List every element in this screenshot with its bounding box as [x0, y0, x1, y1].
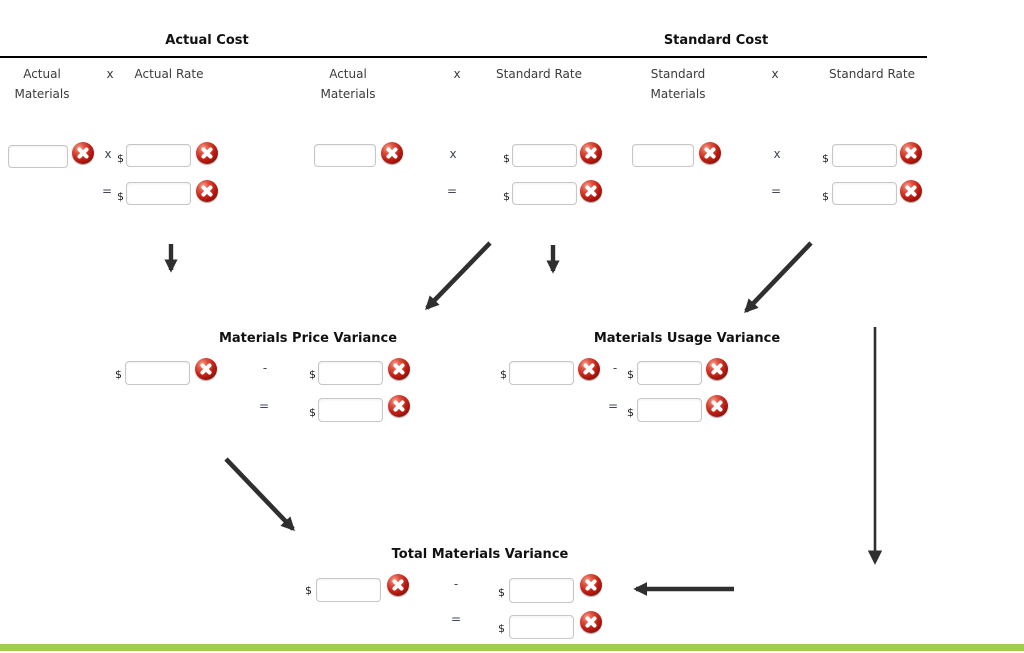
- dollar-label: $: [117, 152, 124, 165]
- actual-qty-standard-rate-total-input[interactable]: [512, 182, 577, 205]
- dollar-label: $: [822, 190, 829, 203]
- usage-variance-title: Materials Usage Variance: [593, 331, 781, 346]
- arrow-down-to-usage-variance: [546, 245, 560, 274]
- total-variance-result-input[interactable]: [509, 615, 574, 639]
- multiply-label: x: [773, 147, 781, 161]
- equals-label: =: [258, 399, 270, 413]
- standard-cost-total-input[interactable]: [832, 182, 897, 205]
- arrow-down-actual-cost: [164, 244, 178, 273]
- arrow-diagonal-to-price-variance: [425, 241, 492, 310]
- total-variance-title: Total Materials Variance: [391, 547, 569, 562]
- equals-label: =: [607, 399, 619, 413]
- clear-icon[interactable]: [195, 358, 217, 380]
- minus-label: -: [262, 361, 268, 375]
- clear-icon[interactable]: [580, 142, 602, 164]
- dollar-label: $: [117, 190, 124, 203]
- dollar-label: $: [309, 406, 316, 419]
- clear-icon[interactable]: [578, 358, 600, 380]
- clear-icon[interactable]: [388, 358, 410, 380]
- minus-label: -: [612, 361, 618, 375]
- actual-cost-total-input[interactable]: [126, 182, 191, 205]
- usage-variance-left-input[interactable]: [509, 361, 574, 385]
- standard-materials-qty-input[interactable]: [632, 144, 694, 167]
- dollar-label: $: [498, 622, 505, 635]
- price-variance-right-input[interactable]: [318, 361, 383, 385]
- actual-cost-header: Actual Cost: [165, 33, 249, 48]
- col-op-2: x: [453, 67, 461, 81]
- total-variance-left-input[interactable]: [316, 578, 381, 602]
- clear-icon[interactable]: [580, 574, 602, 596]
- usage-variance-right-input[interactable]: [637, 361, 702, 385]
- col-standard-rate-1: Standard Rate: [496, 67, 582, 81]
- col-standard-rate-2: Standard Rate: [829, 67, 915, 81]
- arrow-left-to-total-variance: [633, 582, 734, 596]
- dollar-label: $: [309, 368, 316, 381]
- dollar-label: $: [305, 584, 312, 597]
- dollar-label: $: [503, 190, 510, 203]
- header-divider: [0, 56, 927, 58]
- clear-icon[interactable]: [706, 358, 728, 380]
- dollar-label: $: [498, 586, 505, 599]
- total-variance-right-input[interactable]: [509, 578, 574, 603]
- col-actual-materials-1: Actual Materials: [14, 67, 70, 101]
- multiply-label: x: [449, 147, 457, 161]
- arrow-diagonal-to-total-variance: [224, 457, 295, 531]
- clear-icon[interactable]: [580, 611, 602, 633]
- standard-rate-input[interactable]: [512, 144, 577, 167]
- dollar-label: $: [115, 368, 122, 381]
- actual-materials-qty-2-input[interactable]: [314, 144, 376, 167]
- clear-icon[interactable]: [706, 395, 728, 417]
- dollar-label: $: [500, 368, 507, 381]
- standard-rate-2-input[interactable]: [832, 144, 897, 167]
- usage-variance-result-input[interactable]: [637, 398, 702, 422]
- clear-icon[interactable]: [196, 142, 218, 164]
- clear-icon[interactable]: [580, 180, 602, 202]
- standard-cost-header: Standard Cost: [663, 33, 769, 48]
- minus-label: -: [453, 577, 459, 591]
- price-variance-result-input[interactable]: [318, 398, 383, 422]
- price-variance-left-input[interactable]: [125, 361, 190, 385]
- dollar-label: $: [822, 152, 829, 165]
- col-op-1: x: [106, 67, 114, 81]
- clear-icon[interactable]: [388, 395, 410, 417]
- actual-rate-input[interactable]: [126, 144, 191, 167]
- col-actual-materials-2: Actual Materials: [320, 67, 376, 101]
- arrow-diagonal-to-usage-variance: [744, 241, 813, 313]
- col-actual-rate: Actual Rate: [134, 67, 204, 81]
- arrow-down-standard-cost: [867, 327, 883, 565]
- clear-icon[interactable]: [72, 142, 94, 164]
- equals-label: =: [446, 184, 458, 198]
- col-op-3: x: [771, 67, 779, 81]
- dollar-label: $: [503, 152, 510, 165]
- clear-icon[interactable]: [387, 574, 409, 596]
- clear-icon[interactable]: [699, 142, 721, 164]
- price-variance-title: Materials Price Variance: [218, 331, 398, 346]
- clear-icon[interactable]: [196, 180, 218, 202]
- clear-icon[interactable]: [900, 142, 922, 164]
- clear-icon[interactable]: [381, 142, 403, 164]
- dollar-label: $: [627, 406, 634, 419]
- equals-label: =: [101, 184, 113, 198]
- equals-label: =: [770, 184, 782, 198]
- bottom-accent-bar: [0, 644, 1024, 651]
- multiply-label: x: [104, 147, 112, 161]
- actual-materials-qty-input[interactable]: [8, 145, 68, 168]
- clear-icon[interactable]: [900, 180, 922, 202]
- dollar-label: $: [627, 368, 634, 381]
- col-standard-materials: Standard Materials: [650, 67, 706, 101]
- equals-label: =: [450, 612, 462, 626]
